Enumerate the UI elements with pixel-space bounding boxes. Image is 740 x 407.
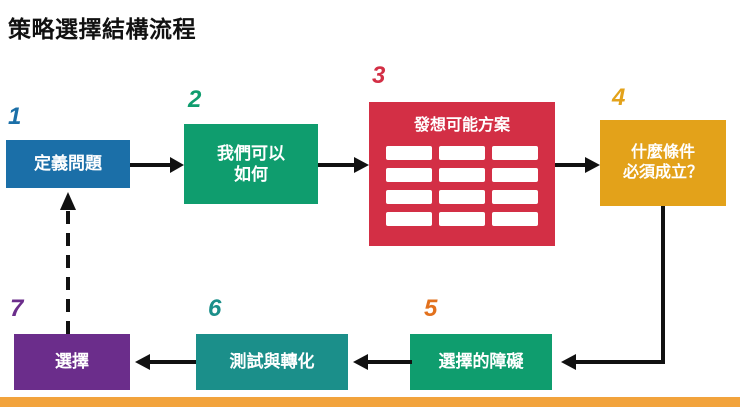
option-chip	[492, 190, 538, 204]
arrow-6-to-7	[135, 354, 196, 370]
arrow-3-to-4	[555, 157, 600, 173]
option-chip	[492, 168, 538, 182]
option-chip	[492, 146, 538, 160]
node-label-7: 選擇	[55, 352, 89, 372]
option-chip	[386, 168, 432, 182]
node-how-might-we[interactable]: 我們可以 如何	[184, 124, 318, 204]
step-number-5: 5	[424, 295, 438, 322]
option-chip	[439, 212, 485, 226]
arrow-2-to-3	[318, 157, 369, 173]
step-number-1: 1	[8, 103, 22, 130]
arrow-4-to-5	[561, 206, 665, 370]
option-chip-grid	[386, 146, 538, 228]
option-chip	[439, 146, 485, 160]
option-chip	[439, 168, 485, 182]
node-label-2-line1: 我們可以	[217, 143, 285, 163]
node-define-problem[interactable]: 定義問題	[6, 140, 130, 188]
node-label-6: 測試與轉化	[229, 352, 315, 372]
node-what-must-be-true[interactable]: 什麼條件 必須成立？	[600, 120, 726, 206]
option-chip	[386, 190, 432, 204]
option-chip	[386, 212, 432, 226]
node-test-and-transform[interactable]: 測試與轉化	[196, 334, 348, 390]
step-number-7: 7	[10, 295, 24, 322]
step-number-3: 3	[372, 62, 386, 89]
page-title: 策略選擇結構流程	[8, 16, 196, 42]
node-barriers-to-choice[interactable]: 選擇的障礙	[410, 334, 552, 390]
node-ideate-options[interactable]: 發想可能方案	[369, 102, 555, 246]
node-label-4-line1: 什麼條件	[630, 144, 695, 161]
step-number-4: 4	[612, 84, 626, 111]
node-label-2-line2: 如何	[234, 165, 268, 184]
node-label-1: 定義問題	[34, 154, 102, 174]
node-label-3: 發想可能方案	[413, 117, 510, 134]
option-chip	[439, 190, 485, 204]
arrow-5-to-6	[353, 354, 412, 370]
node-label-4-line2: 必須成立？	[622, 164, 703, 181]
step-number-6: 6	[208, 295, 222, 322]
node-choose[interactable]: 選擇	[14, 334, 130, 390]
accent-bar	[0, 397, 740, 407]
step-number-2: 2	[188, 86, 202, 113]
option-chip	[386, 146, 432, 160]
arrow-7-to-1	[60, 192, 76, 334]
arrow-1-to-2	[130, 157, 184, 173]
option-chip	[492, 212, 538, 226]
node-label-5: 選擇的障礙	[438, 352, 524, 372]
